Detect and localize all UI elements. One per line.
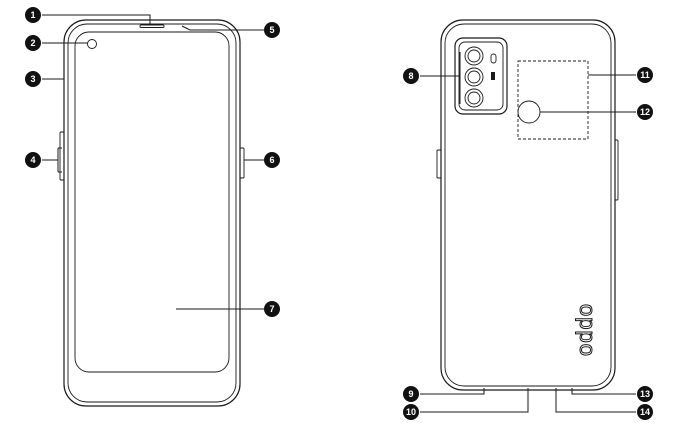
callout-4-label: 4 xyxy=(30,155,35,165)
callout-13: 13 xyxy=(637,386,653,402)
back-body-inner xyxy=(444,23,612,387)
back-phone: oppo xyxy=(436,19,619,391)
front-body-outer xyxy=(63,19,241,407)
callout-13-label: 13 xyxy=(640,389,650,399)
front-screen xyxy=(74,31,230,373)
leader-9 xyxy=(420,388,485,395)
camera-lens-1-inner xyxy=(467,49,481,63)
callout-9: 9 xyxy=(403,386,419,402)
leader-lines xyxy=(42,14,636,413)
camera-module xyxy=(454,37,508,115)
fingerprint-sensor xyxy=(517,100,541,124)
leader-14 xyxy=(555,388,636,413)
leader-1 xyxy=(42,14,151,25)
callout-12: 12 xyxy=(637,104,653,120)
camera-lens-2 xyxy=(464,67,484,87)
callout-2-label: 2 xyxy=(30,38,35,48)
callout-3: 3 xyxy=(25,71,41,87)
camera-lens-3-inner xyxy=(467,91,481,105)
callout-6-label: 6 xyxy=(269,155,274,165)
back-side-button xyxy=(436,149,442,179)
callout-4: 4 xyxy=(25,152,41,168)
callout-1: 1 xyxy=(25,7,41,23)
callout-7-label: 7 xyxy=(269,304,274,314)
callout-14: 14 xyxy=(637,404,653,420)
sensor xyxy=(491,72,495,80)
volume-buttons xyxy=(59,131,65,181)
callout-10-label: 10 xyxy=(406,407,416,417)
callout-11-label: 11 xyxy=(640,70,650,80)
nfc-area xyxy=(517,60,589,140)
flash xyxy=(490,53,497,64)
leader-13 xyxy=(571,388,636,395)
earpiece xyxy=(139,24,165,28)
back-side-button-right xyxy=(614,139,619,201)
camera-lens-2-inner xyxy=(467,70,481,84)
callout-2: 2 xyxy=(25,35,41,51)
power-button xyxy=(239,147,245,179)
front-camera xyxy=(87,39,97,49)
camera-lens-3 xyxy=(464,88,484,108)
callout-3-label: 3 xyxy=(30,74,35,84)
leader-5 xyxy=(181,25,264,31)
callout-5-label: 5 xyxy=(269,25,274,35)
front-body-inner xyxy=(67,23,237,403)
callout-7: 7 xyxy=(264,301,280,317)
callout-9-label: 9 xyxy=(408,389,413,399)
callout-1-label: 1 xyxy=(30,10,35,20)
callout-10: 10 xyxy=(403,404,419,420)
callout-12-label: 12 xyxy=(640,107,650,117)
callout-5: 5 xyxy=(264,22,280,38)
callout-14-label: 14 xyxy=(640,407,650,417)
camera-lens-1 xyxy=(464,46,484,66)
callout-6: 6 xyxy=(264,152,280,168)
leader-10 xyxy=(420,388,529,413)
brand-logo: oppo xyxy=(575,304,600,357)
front-phone xyxy=(59,19,245,407)
callout-11: 11 xyxy=(637,67,653,83)
callout-8-label: 8 xyxy=(408,71,413,81)
callout-8: 8 xyxy=(403,68,419,84)
